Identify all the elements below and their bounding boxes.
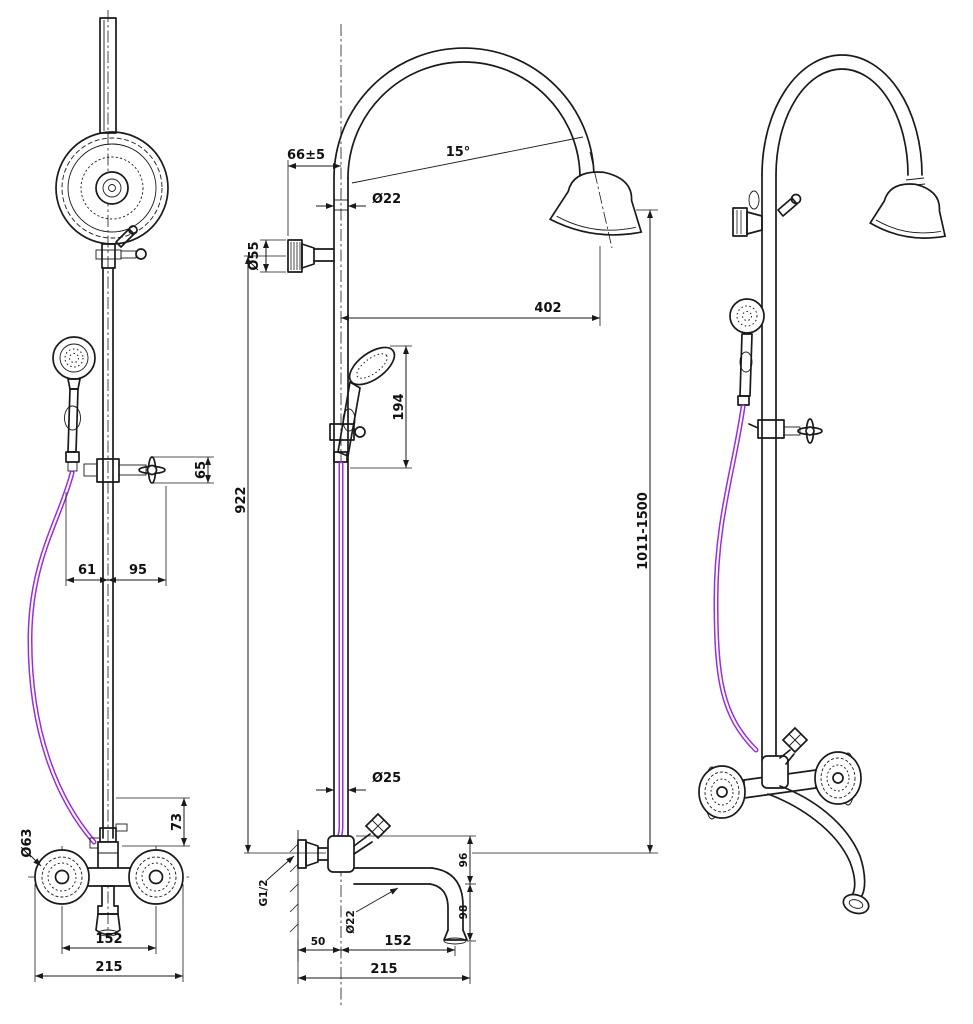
front-diverter [95, 225, 147, 269]
front-top-pipe [99, 17, 117, 134]
front-spout [95, 885, 121, 937]
front-dim-dia63: Ø63 [20, 828, 35, 857]
side-gooseneck-arc [333, 47, 600, 191]
side-mixer-body [327, 835, 355, 873]
front-dim-95: 95 [129, 563, 147, 578]
front-dim-65: 65 [194, 461, 209, 479]
side-mixer [297, 812, 468, 945]
front-head-spokes [80, 156, 144, 220]
side-dim-152: 152 [384, 934, 411, 949]
persp-shower-hose [713, 404, 759, 753]
front-dim-152: 152 [95, 932, 122, 947]
side-dim-g12: G1/2 [258, 879, 270, 906]
front-mixer [28, 823, 192, 937]
front-shower-head [55, 131, 169, 245]
persp-spout [767, 785, 870, 915]
front-slider-bracket [83, 456, 166, 484]
persp-left-handle [698, 765, 746, 819]
side-dim-dia22: Ø22 [372, 192, 401, 207]
persp-shower-head [869, 183, 947, 239]
front-cross-handle [138, 456, 166, 484]
side-dim-spout-dia: Ø22 [345, 910, 357, 934]
front-hand-shower [52, 336, 96, 472]
side-wall-line [289, 830, 299, 962]
side-riser-pipe [333, 177, 349, 839]
front-dim-61: 61 [78, 563, 96, 578]
side-dim-98: 98 [458, 905, 470, 920]
front-dim-73: 73 [170, 813, 185, 831]
persp-riser-pipe [761, 174, 777, 761]
side-dim-dia25: Ø25 [372, 771, 401, 786]
front-left-handle [34, 849, 90, 905]
front-dimensions: 65 61 95 73 Ø63 152 215 [20, 456, 214, 982]
persp-wall-bracket [732, 190, 802, 237]
side-dim-402: 402 [534, 301, 561, 316]
side-dim-922: 922 [234, 486, 249, 513]
side-wall-bracket [287, 239, 335, 273]
side-slider-bracket [329, 423, 355, 441]
side-view: 66±5 Ø55 Ø22 15° 402 194 [234, 24, 658, 1005]
persp-crystal-handle [779, 726, 809, 765]
persp-cross-handle [797, 418, 823, 444]
side-shower-head [548, 171, 643, 236]
front-shower-hose [27, 470, 97, 845]
persp-mixer-body [761, 755, 789, 789]
side-dim-96: 96 [458, 853, 470, 868]
front-view: 65 61 95 73 Ø63 152 215 [20, 10, 214, 982]
persp-right-handle [814, 751, 862, 805]
side-dimensions: 66±5 Ø55 Ø22 15° 402 194 [234, 136, 658, 984]
perspective-view [698, 54, 947, 915]
persp-gooseneck-arc [761, 54, 926, 187]
front-riser-pipe [102, 267, 114, 839]
side-dim-215: 215 [370, 962, 397, 977]
side-dim-66: 66±5 [287, 148, 325, 163]
side-hand-shower [329, 346, 396, 463]
side-dim-194: 194 [392, 393, 407, 420]
front-dim-215: 215 [95, 960, 122, 975]
side-crystal-handle [353, 812, 392, 855]
persp-mixer [698, 726, 870, 915]
front-mixer-body [97, 841, 119, 871]
side-dim-50: 50 [311, 936, 326, 948]
side-dim-total-height: 1011-1500 [636, 492, 651, 570]
side-spout [353, 867, 468, 945]
front-right-handle [128, 849, 184, 905]
side-dim-15deg: 15° [446, 145, 471, 160]
